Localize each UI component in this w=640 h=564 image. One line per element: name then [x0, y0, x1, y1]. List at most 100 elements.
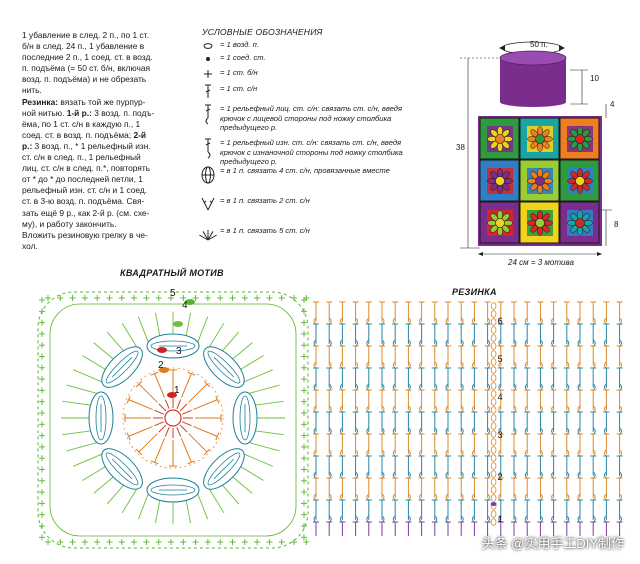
instruction-line: ёма, по 1 ст. с/н в каждую п., 1	[22, 119, 170, 130]
turning-chain	[490, 438, 497, 446]
round1-dc	[158, 424, 167, 433]
round-start-marker	[167, 392, 177, 398]
rib-height-label: 4	[610, 100, 615, 109]
motif-outline-inner	[49, 303, 297, 537]
instruction-text: возд. п. подъёма) и не обрезать	[22, 74, 147, 85]
instruction-text: зать ещё 9 р., как 2-й р. (см. схе-	[22, 207, 150, 218]
turning-chain	[490, 326, 497, 334]
round2-dc	[128, 399, 153, 411]
round2-chain	[122, 367, 224, 469]
round-number: 3	[176, 346, 182, 357]
round1-dc	[154, 421, 164, 427]
bottom-width-label: 24 см = 3 мотива	[508, 258, 574, 267]
round4-dc	[242, 452, 273, 467]
instructions-text: 1 убавление в след. 2 п., по 1 ст.б/н в …	[22, 30, 170, 252]
fan-5-icon	[196, 226, 220, 241]
motif-center	[575, 134, 585, 144]
round-start-marker	[185, 299, 195, 305]
motif-center	[575, 176, 585, 186]
legend-item: = в 1 п. связать 4 ст. с/н, провязанные …	[196, 166, 410, 184]
round-number: 2	[158, 360, 164, 371]
row-start-marker	[490, 502, 497, 506]
turning-chain	[490, 430, 497, 438]
round4-dc	[208, 322, 225, 349]
top-width-label: 50 п.	[530, 40, 548, 49]
round4-dc	[73, 452, 104, 467]
motif-outline	[37, 291, 309, 549]
instruction-text: ной нитью.	[22, 107, 67, 118]
instruction-bold: р.:	[22, 140, 33, 151]
round2-dc	[154, 373, 166, 398]
legend-item: = в 1 п. связать 5 ст. с/н	[196, 226, 410, 241]
instruction-line: ст. с/н в след. п., 1 рельефный	[22, 152, 170, 163]
legend-text: = 1 возд. п.	[220, 40, 259, 49]
legend-item: = 1 соед. ст.	[196, 53, 410, 67]
row-number: 2	[498, 472, 503, 482]
instruction-text: Вложить резиновую грелку в че-	[22, 229, 148, 240]
legend-text: = в 1 п. связать 2 ст. с/н	[220, 196, 310, 205]
instruction-text: б/н в след. 24 п., 1 убавление в	[22, 41, 145, 52]
round2-dc	[180, 438, 192, 463]
round2-dc	[188, 383, 208, 403]
round1-dc	[154, 409, 164, 415]
instruction-text: рельефный изн. ст. с/н и 1 соед.	[22, 185, 148, 196]
round2-dc	[180, 373, 192, 398]
round-number: 1	[174, 385, 180, 396]
row-number: 3	[498, 430, 503, 440]
rib-chart-title: РЕЗИНКА	[452, 287, 497, 297]
turning-chain	[490, 470, 497, 478]
turning-chain	[490, 446, 497, 454]
round4-dc	[137, 316, 150, 344]
instruction-line: лиц. ст. с/н в след. п.*, повторять	[22, 163, 170, 174]
instruction-text: от * до * до последней петли, 1	[22, 174, 143, 185]
instruction-text: соед. ст. в возд. п. подъёма;	[22, 129, 134, 140]
watermark: 头条 @实用手工DIY制作	[481, 536, 624, 551]
instruction-line: ной нитью. 1-й р.: 3 возд. п. подъ-	[22, 108, 170, 119]
motif-center	[535, 218, 545, 228]
motif-center	[535, 134, 545, 144]
row-number: 4	[498, 392, 503, 402]
round1-dc	[179, 403, 188, 412]
turning-chain	[490, 302, 497, 310]
round1-dc	[182, 421, 192, 427]
magic-ring	[164, 409, 182, 427]
legend-item: = 1 ст. с/н	[196, 84, 410, 98]
back-post-dc-icon	[196, 138, 220, 159]
round4-dc	[66, 384, 99, 395]
round1-dc	[164, 427, 170, 437]
turning-chain	[490, 478, 497, 486]
motif-center	[495, 134, 505, 144]
round4-dc	[121, 322, 138, 349]
instruction-bold: 1-й р.:	[66, 107, 92, 118]
instruction-text: нить.	[22, 85, 42, 96]
cluster-4-icon	[196, 166, 220, 184]
round1-dc	[164, 399, 170, 409]
row-number: 5	[498, 354, 503, 364]
instruction-text: п. подъёма (= 50 ст. б/н, включая	[22, 63, 151, 74]
single-crochet-icon	[196, 68, 220, 82]
instruction-line: возд. п. подъёма) и не обрезать	[22, 74, 170, 85]
round2-dc	[154, 438, 166, 463]
legend-text: = в 1 п. связать 4 ст. с/н, провязанные …	[220, 166, 390, 175]
instruction-line: му), и работу закончить.	[22, 219, 170, 230]
turning-chain	[490, 454, 497, 462]
round4-dc	[137, 492, 150, 520]
round4-dc	[196, 316, 209, 344]
turning-chain	[490, 382, 497, 390]
instruction-line: р.: 3 возд. п., * 1 рельефный изн.	[22, 141, 170, 152]
motif-grid	[478, 116, 602, 246]
legend-text: = в 1 п. связать 5 ст. с/н	[220, 226, 310, 235]
instruction-line: рельефный изн. ст. с/н и 1 соед.	[22, 185, 170, 196]
instruction-bold: Резинка:	[22, 96, 59, 107]
turning-chain	[490, 350, 497, 358]
round4-dc	[247, 441, 280, 452]
round2-dc	[138, 433, 158, 453]
round4-dc	[242, 369, 273, 384]
round-number: 5	[170, 288, 176, 299]
instruction-text: му), и работу закончить.	[22, 218, 117, 229]
round-start-marker	[159, 367, 169, 373]
instruction-line: 1 убавление в след. 2 п., по 1 ст.	[22, 30, 170, 41]
legend-item: = в 1 п. связать 2 ст. с/н	[196, 196, 410, 211]
legend-text: = 1 ст. с/н	[220, 84, 258, 93]
